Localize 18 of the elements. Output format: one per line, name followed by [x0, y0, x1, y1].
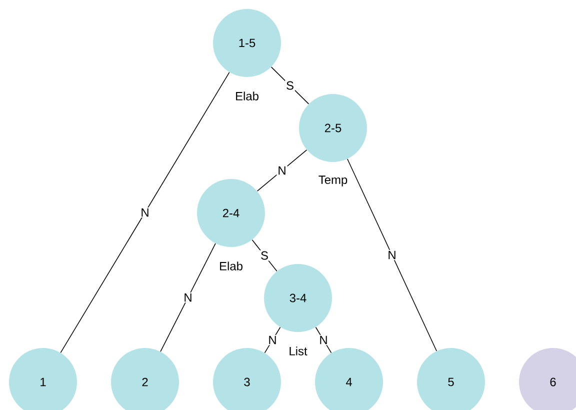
edge-label: N [142, 208, 148, 217]
edge-label: N [320, 336, 327, 344]
edge-label: N [269, 336, 276, 344]
relation-label: List [290, 346, 308, 356]
relation-label: Elab [220, 262, 242, 270]
connector-line [160, 243, 216, 352]
connector-line [270, 66, 310, 104]
relation-label: Temp [318, 176, 348, 186]
connector-line [347, 158, 437, 352]
edge-label: N [388, 250, 396, 260]
edge-label: N [184, 293, 192, 302]
edge-label: S [261, 251, 268, 260]
edge-label: N [278, 166, 286, 175]
relation-label: Elab [236, 92, 258, 100]
edge-label: S [286, 81, 294, 90]
connector-line [60, 72, 230, 354]
connector-line [256, 150, 308, 192]
connector-line [264, 326, 281, 354]
